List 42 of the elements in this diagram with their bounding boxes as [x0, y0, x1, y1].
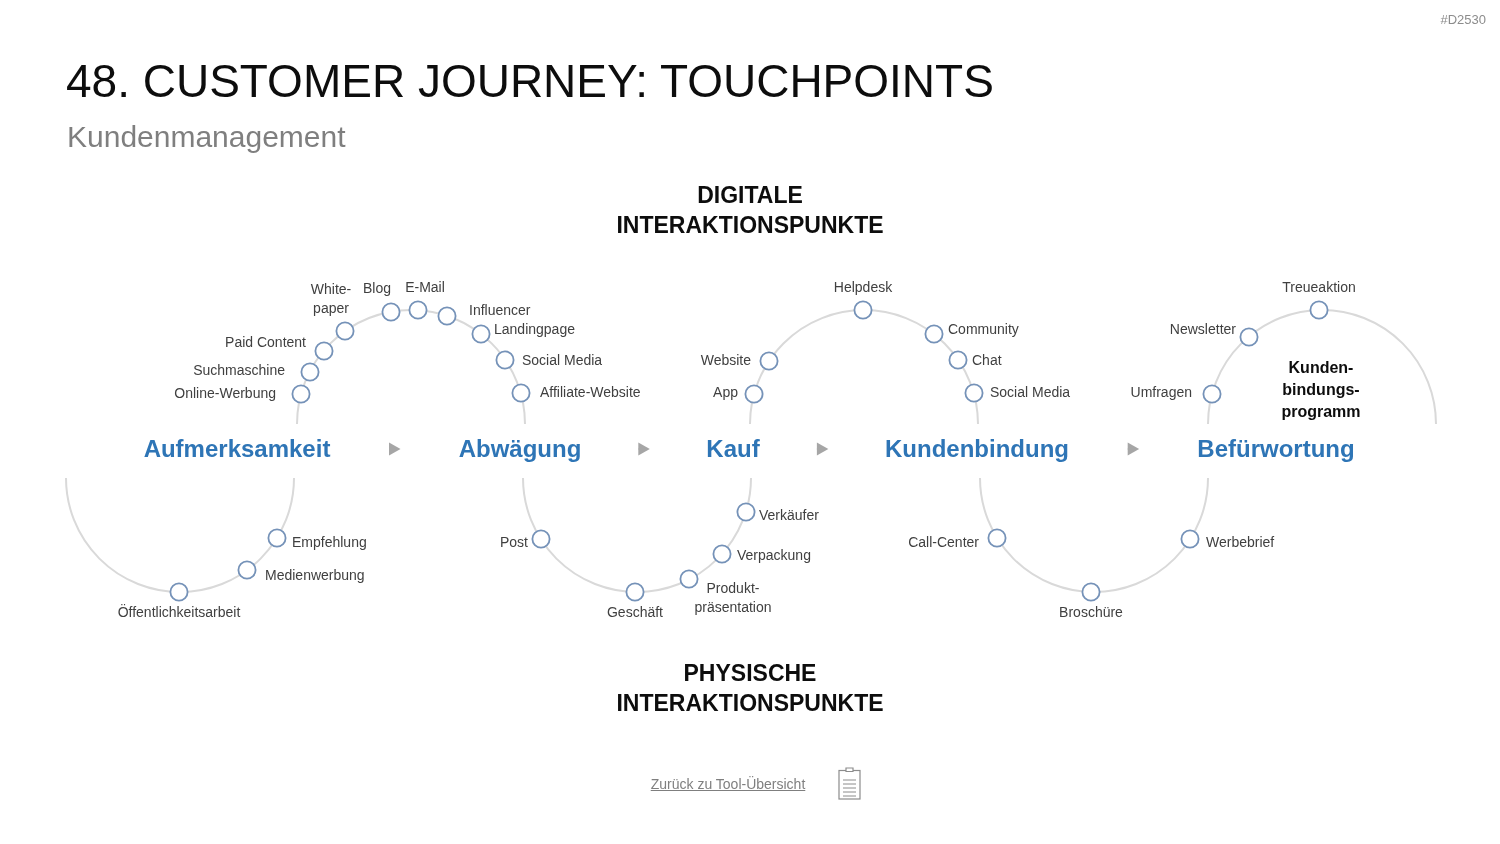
touchpoint-label: Geschäft — [607, 602, 663, 622]
touchpoint-label: Verkäufer — [759, 505, 819, 525]
touchpoint-label: Influencer — [469, 300, 531, 320]
touchpoint-label: Produkt- präsentation — [693, 579, 773, 617]
touchpoint-label: Helpdesk — [833, 277, 893, 297]
stage-label: Aufmerksamkeit — [143, 434, 331, 464]
section-heading: PHYSISCHE INTERAKTIONSPUNKTE — [615, 659, 885, 718]
touchpoint-label: Werbebrief — [1206, 532, 1275, 552]
touchpoint-label: E-Mail — [405, 277, 445, 297]
stage-label: Kundenbindung — [885, 434, 1069, 464]
touchpoint-label: Umfragen — [1130, 382, 1192, 402]
touchpoint-label: Chat — [972, 350, 1002, 370]
touchpoint-label: Affiliate-Website — [540, 382, 641, 402]
subtitle: Kundenmanagement — [67, 119, 346, 155]
touchpoint-label: Social Media — [522, 350, 603, 370]
stage-label: Kauf — [706, 434, 760, 464]
touchpoint-label: Broschüre — [1059, 602, 1123, 622]
touchpoint-label: Landingpage — [494, 319, 575, 339]
touchpoint-label: Post — [500, 532, 528, 552]
touchpoint-label: Medienwerbung — [265, 565, 365, 585]
touchpoint-label: Suchmaschine — [193, 360, 285, 380]
touchpoint-label: Öffentlichkeitsarbeit — [117, 602, 241, 622]
page-title: 48. CUSTOMER JOURNEY: TOUCHPOINTS — [66, 56, 994, 106]
touchpoint-label: Community — [948, 319, 1019, 339]
stage-label: Abwägung — [458, 434, 582, 464]
touchpoint-label: White- paper — [309, 280, 353, 318]
touchpoint-label: Verpackung — [737, 545, 811, 565]
touchpoint-label: Social Media — [990, 382, 1071, 402]
touchpoint-label: Treueaktion — [1282, 277, 1356, 297]
touchpoint-label: Call-Center — [908, 532, 979, 552]
touchpoint-label: Online-Werbung — [174, 383, 276, 403]
touchpoint-label: App — [713, 382, 738, 402]
back-link: Zurück zu Tool-Übersicht — [650, 775, 806, 793]
touchpoint-label: Website — [700, 350, 751, 370]
touchpoint-label: Paid Content — [225, 332, 306, 352]
touchpoint-label: Newsletter — [1169, 319, 1236, 339]
section-heading: DIGITALE INTERAKTIONSPUNKTE — [615, 181, 885, 240]
reference-code: #D2530 — [1440, 12, 1486, 28]
touchpoint-label: Blog — [363, 278, 391, 298]
program-label: Kunden- bindungs- programm — [1280, 358, 1362, 422]
stage-label: Befürwortung — [1197, 434, 1355, 464]
touchpoint-label: Empfehlung — [292, 532, 367, 552]
